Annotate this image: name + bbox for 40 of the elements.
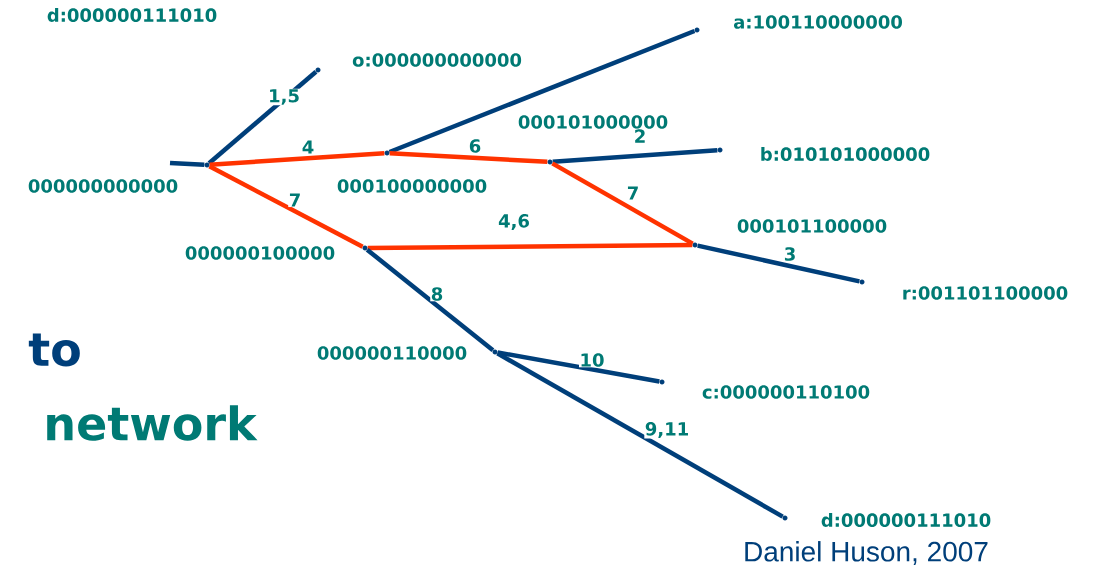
edge-label: 4,6 xyxy=(497,213,531,231)
tree-edge xyxy=(389,150,548,165)
bit-string-label: d:000000111010 xyxy=(821,513,991,527)
edge-label: 7 xyxy=(626,185,640,201)
leaf-label: d:000000111010 xyxy=(47,8,217,22)
bit-string-label: 000101000000 xyxy=(518,115,668,129)
bit-string-label: 000000000000 xyxy=(28,179,178,193)
edge-label: 6 xyxy=(468,138,482,154)
tree-edge xyxy=(496,351,784,519)
bit-string-label: c:000000110100 xyxy=(702,385,870,399)
tree-edge xyxy=(497,350,660,384)
tree-edge xyxy=(367,242,693,251)
tree-edge xyxy=(552,147,718,165)
bit-string-label: b:010101000000 xyxy=(761,147,930,161)
bit-string-label: r:001101100000 xyxy=(903,286,1068,300)
edge-label: 8 xyxy=(430,286,444,302)
author-credit: Daniel Huson, 2007 xyxy=(745,541,988,565)
heading: to xyxy=(28,333,80,367)
bit-string-label: 000000110000 xyxy=(317,346,467,360)
bit-string-label: o:000000000000 xyxy=(352,53,522,67)
edge-label: 9,11 xyxy=(644,421,690,439)
bit-string-label: 000100000000 xyxy=(337,179,487,193)
edge-label: 7 xyxy=(288,192,302,208)
edge-label: 2 xyxy=(633,128,647,144)
heading: network xyxy=(47,405,258,441)
bit-string-label: 000000100000 xyxy=(185,246,335,260)
bit-string-label: 000101100000 xyxy=(737,219,887,233)
tree-edge xyxy=(169,160,205,168)
tree-edge xyxy=(207,70,318,165)
tree-edge xyxy=(551,161,694,246)
tree-edge xyxy=(697,243,860,284)
edge-label: 10 xyxy=(579,352,606,368)
tree-edge xyxy=(209,150,385,168)
tree-edge xyxy=(208,164,364,249)
bit-string-label: a:100110000000 xyxy=(733,15,902,29)
tree-edge xyxy=(365,247,495,353)
tree-edge xyxy=(388,28,696,155)
edge-label: 3 xyxy=(783,246,797,262)
edge-label: 4 xyxy=(301,139,315,155)
edge-label: 1,5 xyxy=(267,88,301,106)
